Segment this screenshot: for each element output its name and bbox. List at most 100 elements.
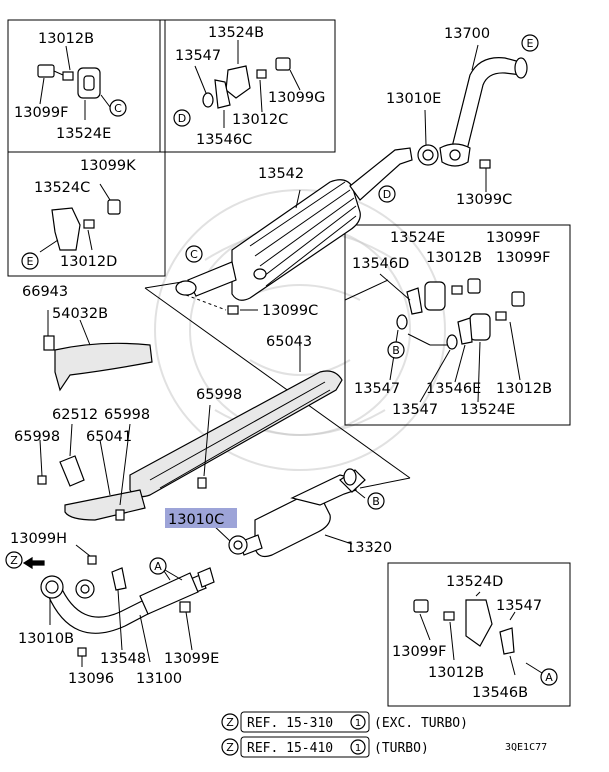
svg-text:E: E [527,37,534,50]
svg-text:Z: Z [10,554,18,567]
marker-b-1: B [387,341,405,359]
label-65998-b: 65998 [104,407,150,423]
label-62512: 62512 [52,407,98,423]
label-13010c: 13010C [168,512,224,528]
inset-bottom-right [387,562,571,707]
part-labels: 13012B 13524B 13547 13099F 13524E 13099G… [10,25,552,701]
svg-text:B: B [392,344,400,357]
svg-text:1: 1 [355,718,361,729]
label-13546b: 13546B [472,685,528,701]
svg-text:E: E [27,255,34,268]
svg-text:Z: Z [226,741,234,754]
main-muffler-13542 [175,147,413,315]
svg-text:1: 1 [355,743,361,754]
label-13099f-b: 13099F [486,230,540,246]
label-13524e-c: 13524E [460,402,515,418]
label-13099g: 13099G [268,90,325,106]
label-13320: 13320 [346,540,392,556]
label-13542: 13542 [258,166,304,182]
label-13012b-b: 13012B [426,250,482,266]
heat-shield-54032b [43,310,153,392]
ref-line-2 [144,287,411,479]
label-13012b-c: 13012B [496,381,552,397]
svg-text:A: A [545,671,553,684]
label-13099f-a: 13099F [14,105,68,121]
marker-d-1: D [173,109,191,127]
label-54032b: 54032B [52,306,108,322]
label-13096: 13096 [68,671,114,687]
marker-a-2: A [540,668,558,686]
highlight-13010c [165,508,237,528]
label-13012b-d: 13012B [428,665,484,681]
label-13099e: 13099E [164,651,219,667]
ref-note-text-2: (TURBO) [374,741,429,756]
tail-pipe-13700 [417,44,528,192]
svg-text:B: B [372,495,380,508]
label-13524e-a: 13524E [56,126,111,142]
label-13546e: 13546E [426,381,481,397]
svg-text:A: A [154,560,162,573]
marker-e-2: E [21,252,39,270]
ref-text-1: REF. 15-310 [247,716,333,731]
label-13099c-a: 13099C [456,192,512,208]
label-13547-c: 13547 [392,402,438,418]
front-pipe-13100 [22,544,215,667]
label-65043: 65043 [266,334,312,350]
svg-text:Z: Z [226,716,234,729]
marker-c-2: C [185,245,203,263]
label-13099c-b: 13099C [262,303,318,319]
mount-bracket-13524e [37,45,111,120]
ref-line-3 [344,279,389,301]
label-13547-b: 13547 [354,381,400,397]
svg-text:C: C [190,248,198,261]
label-13524d: 13524D [446,574,503,590]
label-65041: 65041 [86,429,132,445]
label-13010b: 13010B [18,631,74,647]
ref-text-2: REF. 15-410 [247,741,333,756]
marker-e-1: E [521,34,539,52]
label-13547-a: 13547 [175,48,221,64]
label-13524c: 13524C [34,180,90,196]
label-65998-a: 65998 [196,387,242,403]
heat-shield-65041 [37,404,211,521]
label-13524e-b: 13524E [390,230,445,246]
label-13099f-c: 13099F [496,250,550,266]
pre-muffler-13320 [211,468,366,558]
marker-z-1: Z [5,551,23,569]
heat-shield-65043 [129,342,343,498]
ref-note-1: Z REF. 15-310 1 (EXC. TURBO) [221,711,468,733]
label-66943: 66943 [22,284,68,300]
label-13099f-d: 13099F [392,644,446,660]
label-13548: 13548 [100,651,146,667]
svg-text:C: C [114,102,122,115]
inset-top-left [7,19,336,277]
ref-note-2: Z REF. 15-410 1 (TURBO) [221,736,429,758]
ref-line-4 [359,477,411,489]
label-13700: 13700 [444,26,490,42]
marker-c-1: C [109,99,127,117]
label-65998-c: 65998 [14,429,60,445]
marker-d-2: D [378,185,396,203]
mount-bracket-13524c [39,183,121,253]
label-13546c: 13546C [196,132,252,148]
ref-note-text-1: (EXC. TURBO) [374,716,468,731]
label-13524b: 13524B [208,25,264,41]
marker-a-1: A [149,557,167,575]
label-13099h: 13099H [10,531,67,547]
label-13010e: 13010E [386,91,441,107]
diagram-code: 3QE1C77 [505,742,547,753]
label-13012d: 13012D [60,254,117,270]
label-13012b-a: 13012B [38,31,94,47]
mount-bracket-13524b [194,40,301,128]
label-13546d: 13546D [352,256,409,272]
svg-text:D: D [383,188,391,201]
marker-b-2: B [367,492,385,510]
label-13012c: 13012C [232,112,288,128]
label-13099k: 13099K [80,158,136,174]
svg-text:D: D [178,112,186,125]
label-13547-d: 13547 [496,598,542,614]
label-13100: 13100 [136,671,182,687]
ref-line-1 [144,281,183,289]
